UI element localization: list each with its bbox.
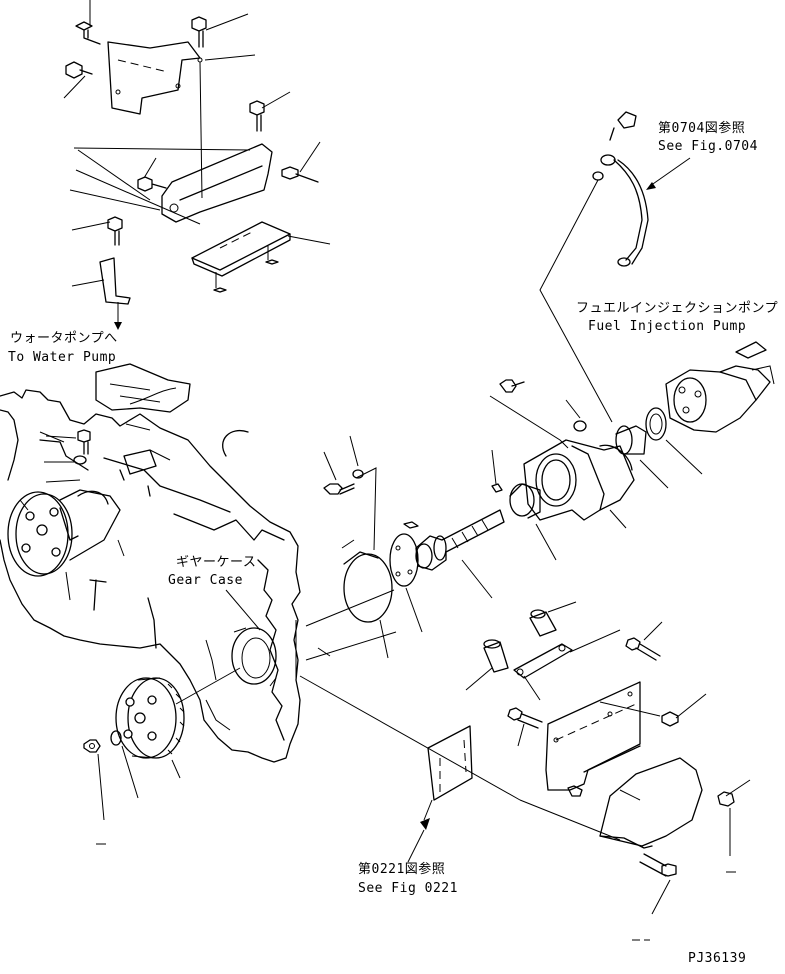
washer-icon (573, 420, 587, 432)
fig0704-label-en: See Fig.0704 (658, 139, 758, 154)
bushing-sleeve (483, 639, 509, 673)
drive-flange (389, 533, 423, 633)
drawing-code: PJ36139 (688, 951, 746, 966)
fig0221-label-jp: 第0221図参照 (358, 861, 445, 877)
bolt-icon (661, 711, 679, 727)
bolt-icon (499, 379, 525, 393)
fuel-pump-label-en: Fuel Injection Pump (588, 319, 746, 334)
gear-case-label-jp: ギヤーケース (176, 555, 256, 570)
bolt-icon (191, 16, 207, 48)
bolt-icon (609, 111, 637, 141)
water-pump-pulley (7, 489, 125, 601)
bolt-icon (507, 707, 543, 729)
fuel-tube (539, 111, 649, 423)
bolt-icon (567, 785, 583, 797)
water-pump-label-jp: ウォータポンプへ (10, 331, 118, 346)
bracket-plate (545, 681, 641, 791)
bolt-icon (281, 166, 319, 183)
fuel-pump-label-jp: フュエルインジェクションポンプ (576, 301, 778, 316)
coupling-ring (645, 407, 703, 475)
gear-case-label-en: Gear Case (168, 573, 243, 588)
bolt-icon (75, 21, 101, 45)
washer-icon (73, 455, 87, 465)
pump-drive-housing (523, 439, 635, 529)
bolt-icon (107, 216, 123, 246)
bolt-icon (249, 100, 265, 132)
bushing-sleeve (529, 609, 557, 637)
lower-bracket-assembly (407, 601, 751, 941)
gear-case-opening (231, 627, 277, 685)
angle-bracket (99, 257, 131, 305)
fig0221-label-en: See Fig 0221 (358, 881, 458, 896)
washer-icon (110, 730, 122, 746)
gear-case-housing (0, 363, 301, 763)
upper-bracket-assembly (63, 0, 331, 330)
bolt-icon (717, 791, 735, 807)
nut-icon (83, 739, 101, 753)
bolt-icon (65, 61, 93, 79)
pump-drive-shaft (403, 449, 505, 599)
washer-icon (352, 469, 364, 479)
water-pump-label-en: To Water Pump (8, 350, 116, 365)
bolt-icon (137, 176, 167, 192)
pump-drive-gear (115, 667, 241, 779)
spacer-ring (615, 425, 669, 489)
fig0704-label-jp: 第0704図参照 (658, 120, 745, 136)
bolt-icon (323, 483, 355, 495)
bolt-icon (625, 637, 661, 661)
bracket-plate (107, 41, 201, 115)
small-plate (427, 725, 473, 801)
mounting-bracket (161, 143, 273, 223)
lower-cover (599, 757, 703, 847)
bolt-icon (77, 429, 91, 455)
bushing (509, 483, 557, 561)
bolt-icon (639, 853, 677, 877)
gasket (343, 551, 393, 659)
fuel-injection-pump (665, 341, 775, 433)
